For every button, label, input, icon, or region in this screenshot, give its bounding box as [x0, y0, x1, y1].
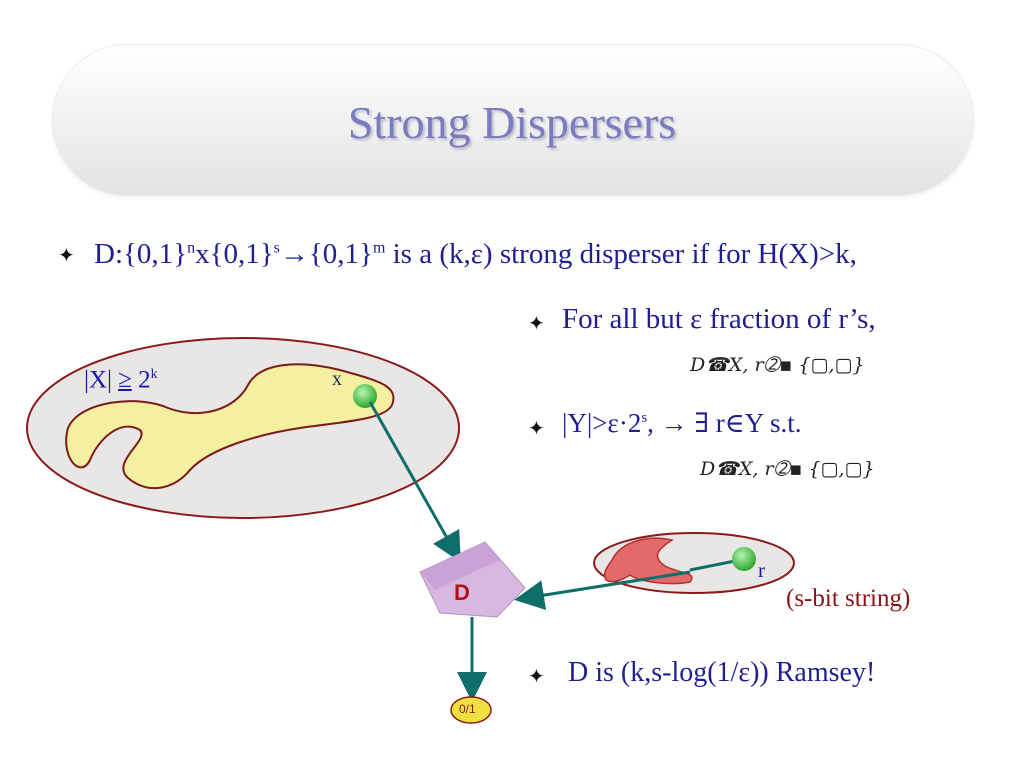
x-point-dot	[353, 384, 377, 408]
r-point-dot	[732, 547, 756, 571]
x-set-post: 2	[131, 366, 151, 394]
x-set-pre: |X|	[84, 366, 113, 394]
x-point-label: x	[332, 368, 342, 390]
main-prefix: D:{0,1}	[94, 238, 188, 270]
title-banner	[52, 44, 974, 196]
sub2-sup: s	[641, 410, 648, 426]
x-set-sup: k	[150, 366, 158, 381]
main-rest: is a (k,ε) strong disperser if for H(X)>…	[385, 238, 857, 270]
x-set-ge: ≥	[118, 366, 132, 394]
bullet-sub3: D is (k,s-log(1/ε)) Ramsey!	[568, 657, 876, 688]
sub2-pre: |Y|>ε·2	[562, 408, 642, 438]
seed-note: (s-bit string)	[786, 585, 911, 612]
seed-line	[689, 558, 741, 572]
bullet-star-icon: ✦	[528, 666, 545, 688]
slide-title: Strong Dispersers	[347, 97, 677, 148]
bullet-star-icon: ✦	[528, 418, 545, 440]
bullet-main: D:{0,1}nx{0,1}s→{0,1}m is a (k,ε) strong…	[94, 238, 857, 271]
bullet-star-icon: ✦	[58, 245, 75, 267]
disperser-pentagon-shade	[420, 542, 500, 590]
arrow-r-to-d	[514, 570, 691, 610]
sub2-post: , → ∃ r∈Y s.t.	[647, 408, 802, 438]
main-sup-m: m	[372, 239, 386, 257]
source-distribution-blob	[65, 363, 395, 489]
seed-blob	[603, 537, 693, 585]
main-sup-n: n	[187, 239, 196, 257]
r-point-label: r	[758, 558, 765, 582]
arrow-x-to-d	[368, 401, 461, 563]
formula-2: D☎X, r➁▪ {▢,▢}	[700, 458, 875, 480]
bullet-sub1: For all but ε fraction of r’s,	[562, 303, 876, 335]
main-sup-s: s	[273, 239, 280, 257]
output-label: 0/1	[459, 702, 476, 716]
bullet-star-icon: ✦	[528, 313, 545, 335]
bullet-sub2: |Y|>ε·2s, → ∃ r∈Y s.t.	[562, 408, 802, 439]
source-set-label: |X|≥ 2k	[84, 366, 157, 394]
formula-1: D☎X, r➁▪ {▢,▢}	[690, 354, 865, 376]
disperser-label: D	[454, 580, 470, 605]
output-ellipse	[450, 696, 492, 724]
main-arrow: →{0,1}	[279, 238, 373, 270]
main-x: x{0,1}	[195, 238, 274, 270]
